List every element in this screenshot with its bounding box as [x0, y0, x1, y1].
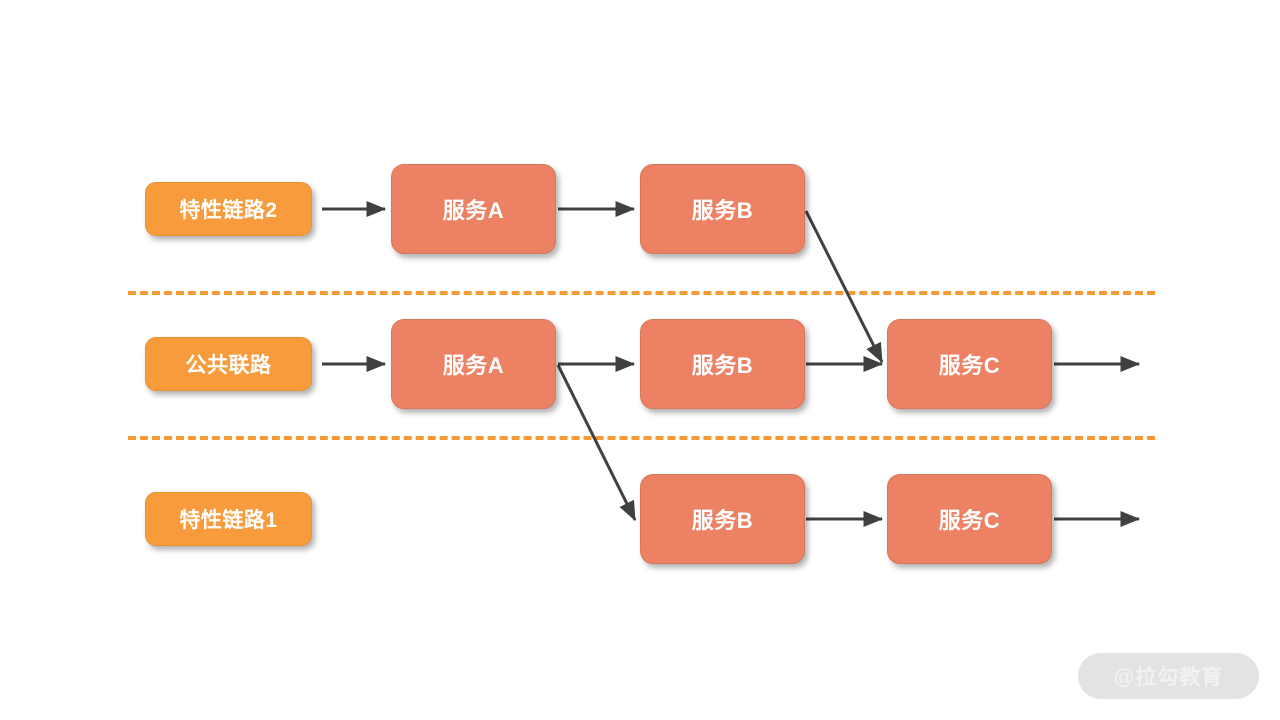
lane-label-top[interactable]: 特性链路2: [145, 182, 312, 236]
edge-top-serviceb-to-mid-servicec: [804, 210, 884, 364]
node-top-service-a[interactable]: 服务A: [391, 164, 556, 254]
node-mid-service-c[interactable]: 服务C: [887, 319, 1052, 409]
watermark-badge: @拉勾教育: [1078, 653, 1259, 699]
node-mid-service-a[interactable]: 服务A: [391, 319, 556, 409]
lane-label-bottom[interactable]: 特性链路1: [145, 492, 312, 546]
node-top-service-b[interactable]: 服务B: [640, 164, 805, 254]
node-bot-service-b[interactable]: 服务B: [640, 474, 805, 564]
lane-label-middle[interactable]: 公共联路: [145, 337, 312, 391]
node-mid-service-b[interactable]: 服务B: [640, 319, 805, 409]
node-bot-service-c[interactable]: 服务C: [887, 474, 1052, 564]
lane-separator-bottom: [128, 436, 1155, 440]
edge-mid-servicea-to-bot-serviceb: [556, 364, 637, 522]
lane-separator-top: [128, 291, 1155, 295]
